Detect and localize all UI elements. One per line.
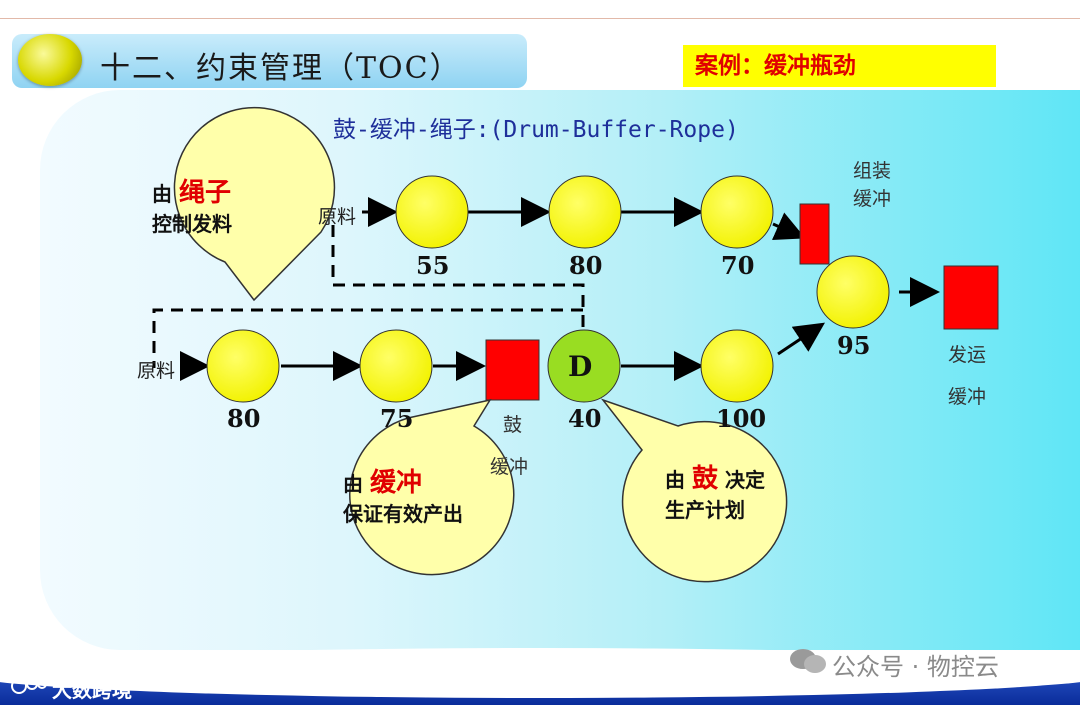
buffer-bubble [349,398,515,576]
watermark-text: 公众号 · 物控云 [832,653,999,681]
drum-node [547,329,621,403]
diagram-subtitle: 鼓-缓冲-绳子:(Drum-Buffer-Rope) [333,117,739,143]
node-top-1 [395,175,469,249]
rope-bubble [173,106,336,302]
drum-bubble [600,398,788,583]
drum-bubble-text: 由 鼓 决定 生产计划 [665,464,765,522]
brand-logo [10,674,50,702]
brand-logo-text: 大数跨境 [52,678,132,702]
rope-bubble-text: 由 绳子 控制发料 [152,178,232,236]
node-after-drum [700,329,774,403]
shipping-buffer-label-2: 缓冲 [948,386,987,408]
page-title: 十二、约束管理（TOC） [100,51,462,86]
drum-buffer-label-1: 鼓 [503,414,523,436]
assembly-node [816,255,890,329]
top-divider [0,18,1080,19]
shipping-buffer-label-1: 发运 [948,344,987,366]
drum-buffer [485,339,540,401]
node-top-3-value: 70 [721,251,755,280]
raw-material-bottom: 原料 [137,360,176,382]
raw-material-top: 原料 [318,206,357,228]
buffer-bubble-text: 由 缓冲 保证有效产出 [343,468,463,526]
assembly-buffer [799,203,830,265]
logo-icon [11,678,47,694]
wechat-icon [790,649,826,673]
node-top-2-value: 80 [569,251,603,280]
assembly-buffer-label-1: 组装 [853,160,892,182]
node-bottom-2-value: 75 [380,404,414,433]
node-top-2 [548,175,622,249]
drum-node-label: D [568,350,593,383]
node-top-3 [700,175,774,249]
bottom-curve [0,648,1080,698]
node-bottom-1 [206,329,280,403]
assembly-node-value: 95 [837,331,871,360]
title-bar [12,34,527,88]
wechat-watermark [788,646,828,680]
case-label: 案例：缓冲瓶劲 [683,45,996,87]
drum-buffer-label-2: 缓冲 [490,456,529,478]
node-bottom-1-value: 80 [227,404,261,433]
flow-arrows [180,197,940,381]
title-ball-icon [18,34,82,86]
drum-node-value: 40 [568,404,602,433]
shipping-buffer [943,265,999,330]
rope-dashed-line [152,225,585,368]
assembly-buffer-label-2: 缓冲 [853,188,892,210]
node-after-drum-value: 100 [716,404,767,433]
node-top-1-value: 55 [416,251,450,280]
node-bottom-2 [359,329,433,403]
